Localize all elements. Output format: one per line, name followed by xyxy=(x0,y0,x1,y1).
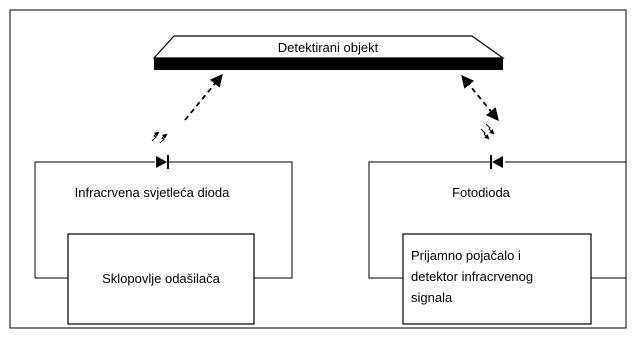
led-label: Infracrvena svjetleća dioda xyxy=(75,185,230,200)
reflected-light-arrow xyxy=(461,75,499,121)
transmitter-circuit-label: Sklopovlje odašilača xyxy=(102,271,221,286)
led-emission-rays-icon xyxy=(151,131,168,144)
object-bar xyxy=(154,58,503,70)
photodiode-label: Fotodioda xyxy=(452,185,511,200)
photodiode-circuit: Fotodioda Prijamno pojačalo i detektor i… xyxy=(368,155,627,325)
receiver-circuit-label-line-3: signala xyxy=(411,290,453,305)
led-wire-right xyxy=(169,161,293,279)
receiver-circuit-label-line-2: detektor infracrvenog xyxy=(411,269,533,284)
led-circuit: Infracrvena svjetleća dioda Sklopovlje o… xyxy=(34,155,293,325)
receiver-circuit-label-line-1: Prijamno pojačalo i xyxy=(411,248,521,263)
detected-object: Detektirani objekt xyxy=(152,35,505,70)
transmitter-circuit-box xyxy=(67,233,255,325)
photodiode-incoming-rays-icon xyxy=(480,123,495,140)
photodiode-wire-left xyxy=(368,161,491,279)
led-wire-left xyxy=(34,161,155,278)
emitted-light-arrow xyxy=(184,74,223,121)
object-label: Detektirani objekt xyxy=(278,40,379,55)
receiver-circuit-box xyxy=(402,233,592,325)
photodiode-wire-right xyxy=(505,161,627,279)
led-diode-symbol-icon xyxy=(156,155,169,169)
photodiode-symbol-icon xyxy=(490,155,503,169)
